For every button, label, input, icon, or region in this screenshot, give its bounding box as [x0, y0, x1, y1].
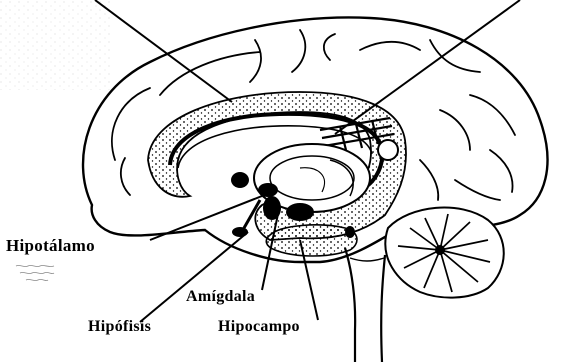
cerebellum — [385, 208, 503, 298]
handwritten-scribble — [16, 265, 54, 280]
label-hipocampo: Hipocampo — [218, 318, 300, 336]
pineal-body — [378, 140, 398, 160]
scan-speckle — [0, 0, 110, 90]
label-hipofisis: Hipófisis — [88, 318, 151, 336]
label-hipotalamo: Hipotálamo — [6, 236, 95, 256]
leader-line-hipofisis — [140, 232, 248, 322]
label-amigdala: Amígdala — [186, 288, 255, 306]
brainstem — [345, 248, 355, 362]
hippocampus-region — [266, 225, 357, 256]
